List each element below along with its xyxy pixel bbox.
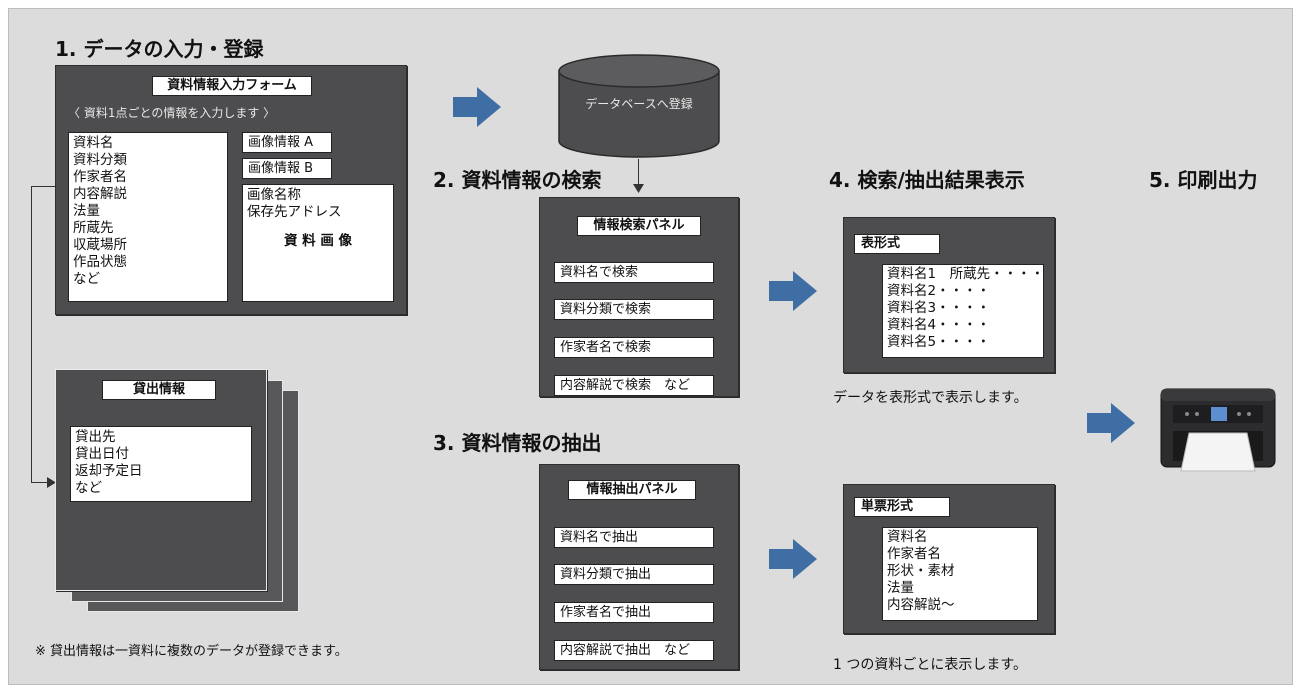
step3-heading: 3. 資料情報の抽出 [433,431,602,455]
input-form-subtitle: 〈 資料1点ごとの情報を入力します 〉 [68,106,276,120]
table-row: 資料名4・・・・ [887,317,991,333]
loan-note: ※ 貸出情報は一資料に複数のデータが登録できます。 [35,644,348,659]
image-info-a: 画像情報 A [242,132,332,153]
field-item: 作品状態 [73,254,127,270]
field-item: 資料分類 [73,152,127,168]
image-placeholder-label: 資 料 画 像 [283,233,353,249]
extract-by-description-button[interactable]: 内容解説で抽出 など [554,640,714,661]
extract-panel: 情報抽出パネル 資料名で抽出 資料分類で抽出 作家者名で抽出 内容解説で抽出 な… [539,464,739,670]
search-by-artist-button[interactable]: 作家者名で検索 [554,337,714,358]
loan-field: 貸出先 [75,429,116,445]
db-down-line [638,159,639,187]
extract-by-category-button[interactable]: 資料分類で抽出 [554,564,714,585]
loan-field: 貸出日付 [75,446,129,462]
loan-info-panel: 貸出情報 貸出先 貸出日付 返却予定日 など [55,369,267,591]
database-icon [558,54,720,158]
loan-fields-box: 貸出先 貸出日付 返却予定日 など [70,426,252,502]
diagram-canvas: 1. データの入力・登録 資料情報入力フォーム 〈 資料1点ごとの情報を入力しま… [8,8,1293,685]
extract-by-name-button[interactable]: 資料名で抽出 [554,527,714,548]
field-item: 資料名 [73,135,114,151]
field-item: 法量 [73,203,100,219]
table-view-caption: データを表形式で表示します。 [833,390,1028,406]
loan-field: 返却予定日 [75,463,143,479]
step4-heading: 4. 検索/抽出結果表示 [829,168,1025,192]
field-item: 内容解説 [73,186,127,202]
arrow-right-icon [1087,403,1135,443]
single-row: 法量 [887,580,914,596]
image-field: 保存先アドレス [247,204,342,220]
search-panel-title: 情報検索パネル [577,216,701,236]
db-down-arrowhead [633,184,644,193]
connector-line [31,482,51,483]
printer-icon [1160,388,1276,472]
search-by-description-button[interactable]: 内容解説で検索 など [554,375,714,396]
field-item: 収蔵場所 [73,237,127,253]
single-view-panel: 単票形式 資料名 作家者名 形状・素材 法量 内容解説～ [843,484,1055,634]
image-detail-box: 画像名称 保存先アドレス 資 料 画 像 [242,184,394,302]
loan-field: など [75,480,102,496]
single-row: 資料名 [887,529,928,545]
arrow-right-icon [453,87,501,127]
single-row: 形状・素材 [887,563,955,579]
single-row: 作家者名 [887,546,941,562]
database-label: データベースへ登録 [585,97,693,111]
connector-line [31,186,32,483]
single-view-box: 資料名 作家者名 形状・素材 法量 内容解説～ [882,527,1038,621]
arrow-right-icon [769,539,817,579]
input-form-panel: 資料情報入力フォーム 〈 資料1点ごとの情報を入力します 〉 資料名 資料分類 … [55,65,407,315]
step5-heading: 5. 印刷出力 [1149,168,1258,192]
single-view-title: 単票形式 [854,497,950,517]
image-field: 画像名称 [247,187,301,203]
field-item: など [73,271,100,287]
table-view-title: 表形式 [854,234,940,254]
table-row: 資料名1 所蔵先・・・・ [887,266,1045,282]
extract-panel-title: 情報抽出パネル [568,480,696,500]
table-row: 資料名3・・・・ [887,300,991,316]
table-view-panel: 表形式 資料名1 所蔵先・・・・ 資料名2・・・・ 資料名3・・・・ 資料名4・… [843,217,1055,373]
search-by-category-button[interactable]: 資料分類で検索 [554,299,714,320]
connector-arrowhead [47,477,56,488]
extract-by-artist-button[interactable]: 作家者名で抽出 [554,602,714,623]
step1-heading: 1. データの入力・登録 [55,37,264,61]
search-by-name-button[interactable]: 資料名で検索 [554,262,714,283]
step2-heading: 2. 資料情報の検索 [433,168,602,192]
input-fields-box: 資料名 資料分類 作家者名 内容解説 法量 所蔵先 収蔵場所 作品状態 など [68,132,228,302]
single-view-caption: 1 つの資料ごとに表示します。 [833,657,1027,673]
search-panel: 情報検索パネル 資料名で検索 資料分類で検索 作家者名で検索 内容解説で検索 な… [539,197,739,397]
loan-info-title: 貸出情報 [102,380,216,400]
field-item: 所蔵先 [73,220,114,236]
table-view-box: 資料名1 所蔵先・・・・ 資料名2・・・・ 資料名3・・・・ 資料名4・・・・ … [882,264,1044,358]
table-row: 資料名5・・・・ [887,334,991,350]
image-info-b: 画像情報 B [242,158,332,179]
field-item: 作家者名 [73,169,127,185]
arrow-right-icon [769,271,817,311]
input-form-title: 資料情報入力フォーム [152,76,312,96]
single-row: 内容解説～ [887,597,955,613]
connector-line [31,186,56,187]
table-row: 資料名2・・・・ [887,283,991,299]
